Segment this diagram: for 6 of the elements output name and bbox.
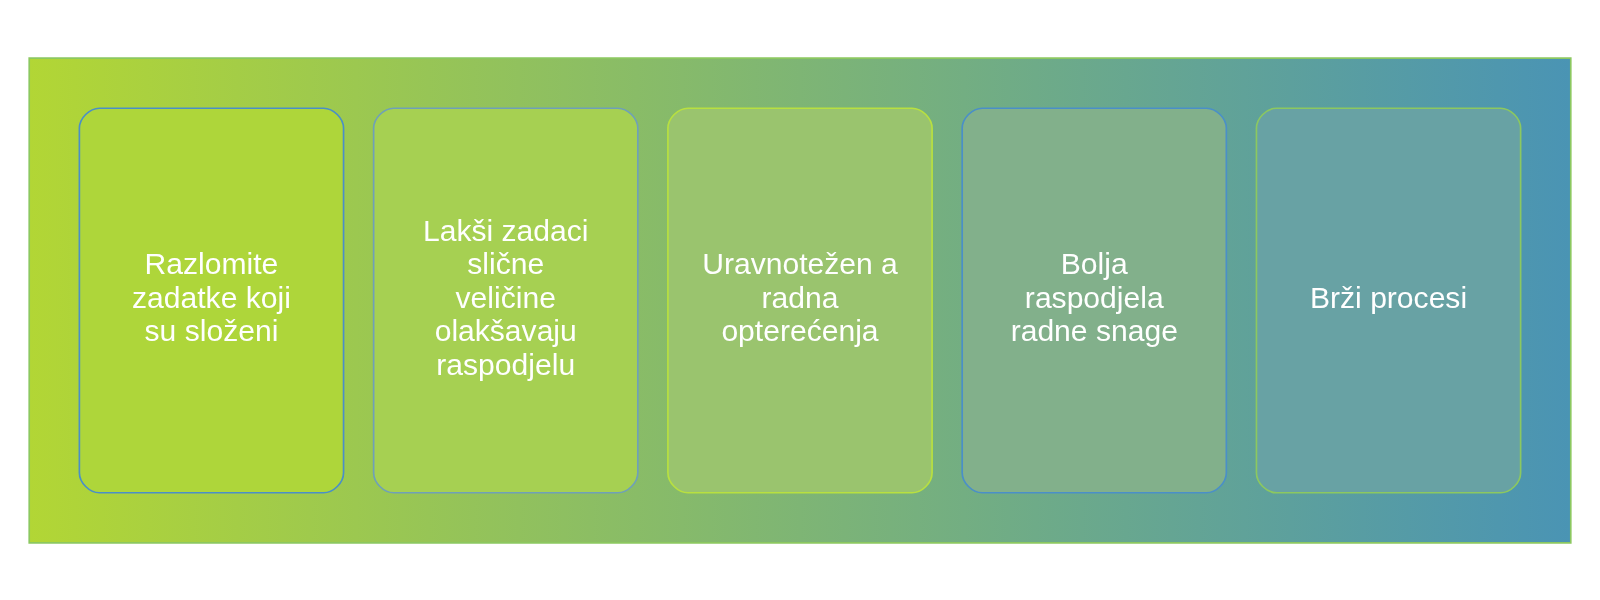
node-box: Lakši zadaci slične veličine olakšavaju raspodjelu: [372, 106, 639, 494]
node-box: Brži procesi: [1255, 106, 1522, 494]
node-box: Bolja raspodjela radne snage: [961, 106, 1228, 494]
node-box: Uravnotežen a radna opterećenja: [667, 106, 933, 494]
node-box: Razlomite zadatke koji su složeni: [78, 106, 345, 494]
cluster: [28, 56, 1572, 544]
